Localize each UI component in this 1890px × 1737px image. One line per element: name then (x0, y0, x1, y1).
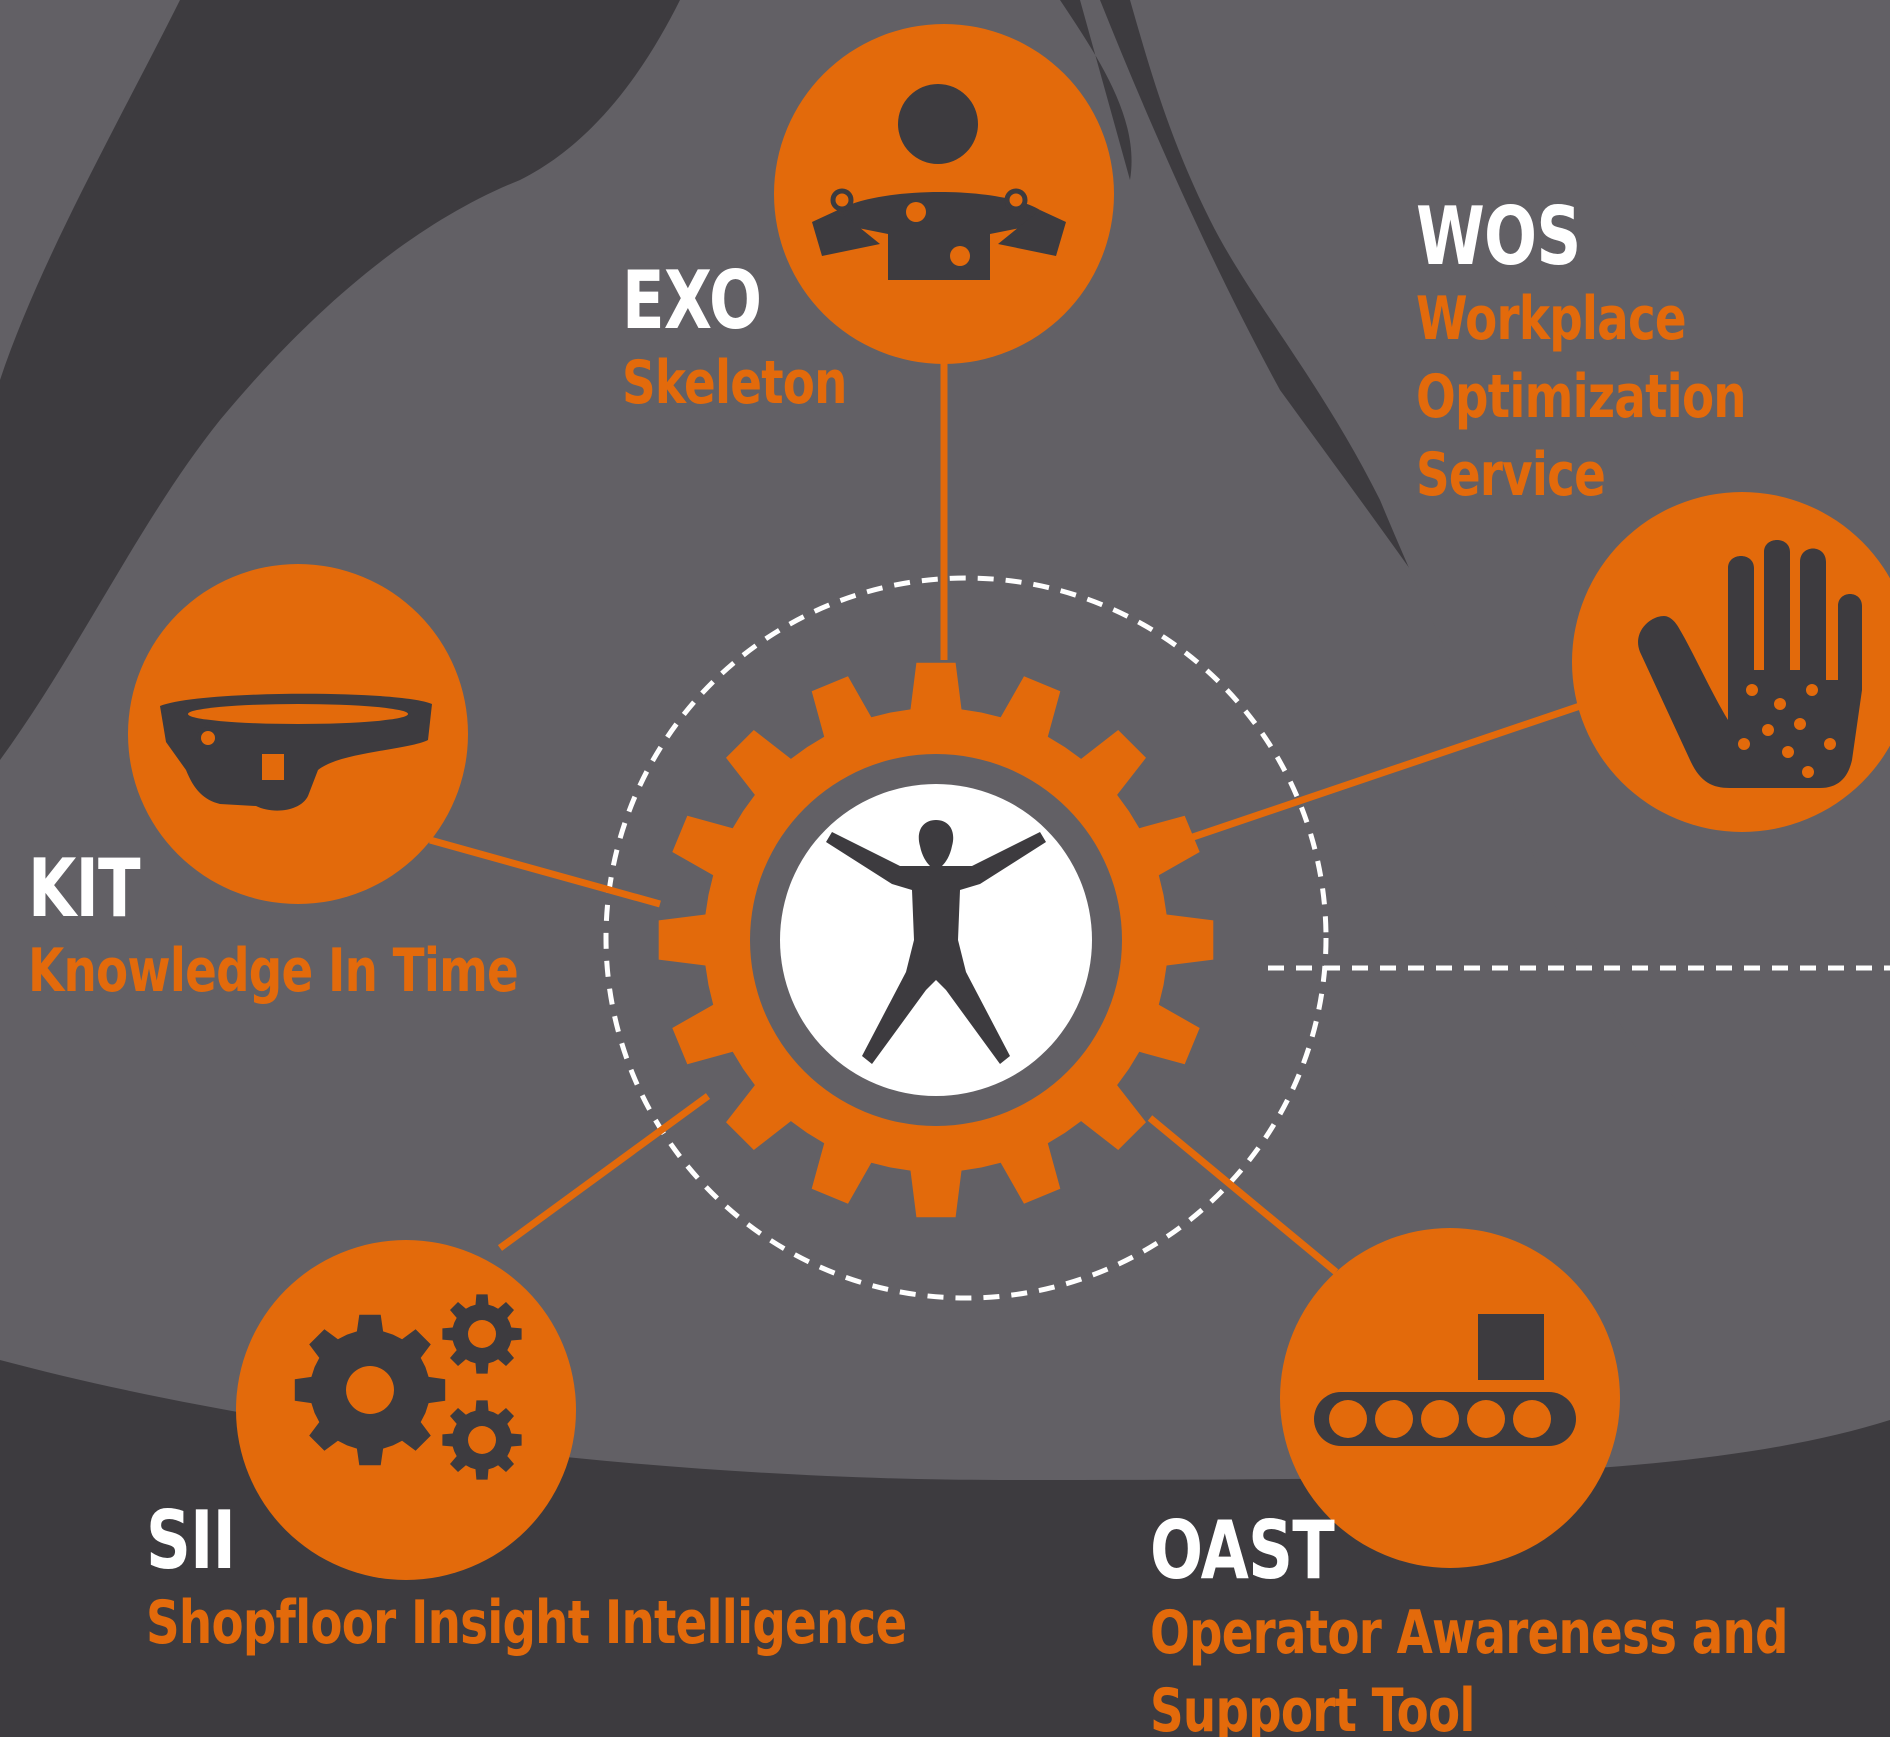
module-description: Operator Awareness and (1150, 1598, 1789, 1668)
glove-icon (1572, 492, 1890, 832)
module-label-sii: SII Shopfloor Insight Intelligence (146, 1494, 907, 1662)
module-code: SII (146, 1494, 236, 1587)
module-label-exo: EXO Skeleton (622, 258, 847, 422)
module-code: KIT (28, 842, 141, 935)
gears-icon (236, 1240, 576, 1580)
module-description: Skeleton (622, 348, 847, 418)
connectors (429, 360, 1582, 1275)
module-code: WOS (1416, 190, 1581, 283)
module-description: Knowledge In Time (28, 936, 519, 1006)
exoskeleton-icon (774, 24, 1114, 364)
module-description: Workplace (1416, 284, 1687, 354)
module-label-oast: OAST Operator Awareness and Support Tool (1150, 1504, 1789, 1737)
human-in-gear-icon (658, 662, 1214, 1218)
module-code: EXO (622, 254, 762, 347)
module-description: Optimization (1416, 362, 1747, 432)
ar-headset-icon (128, 564, 468, 904)
module-label-wos: WOS Workplace Optimization Service (1416, 190, 1747, 514)
module-label-kit: KIT Knowledge In Time (28, 842, 519, 1010)
module-description: Support Tool (1150, 1676, 1475, 1737)
module-description: Shopfloor Insight Intelligence (146, 1588, 907, 1658)
module-code: OAST (1150, 1504, 1335, 1597)
conveyor-icon (1280, 1228, 1620, 1568)
dashed-orbit (603, 575, 1329, 1301)
module-description: Service (1416, 440, 1606, 510)
